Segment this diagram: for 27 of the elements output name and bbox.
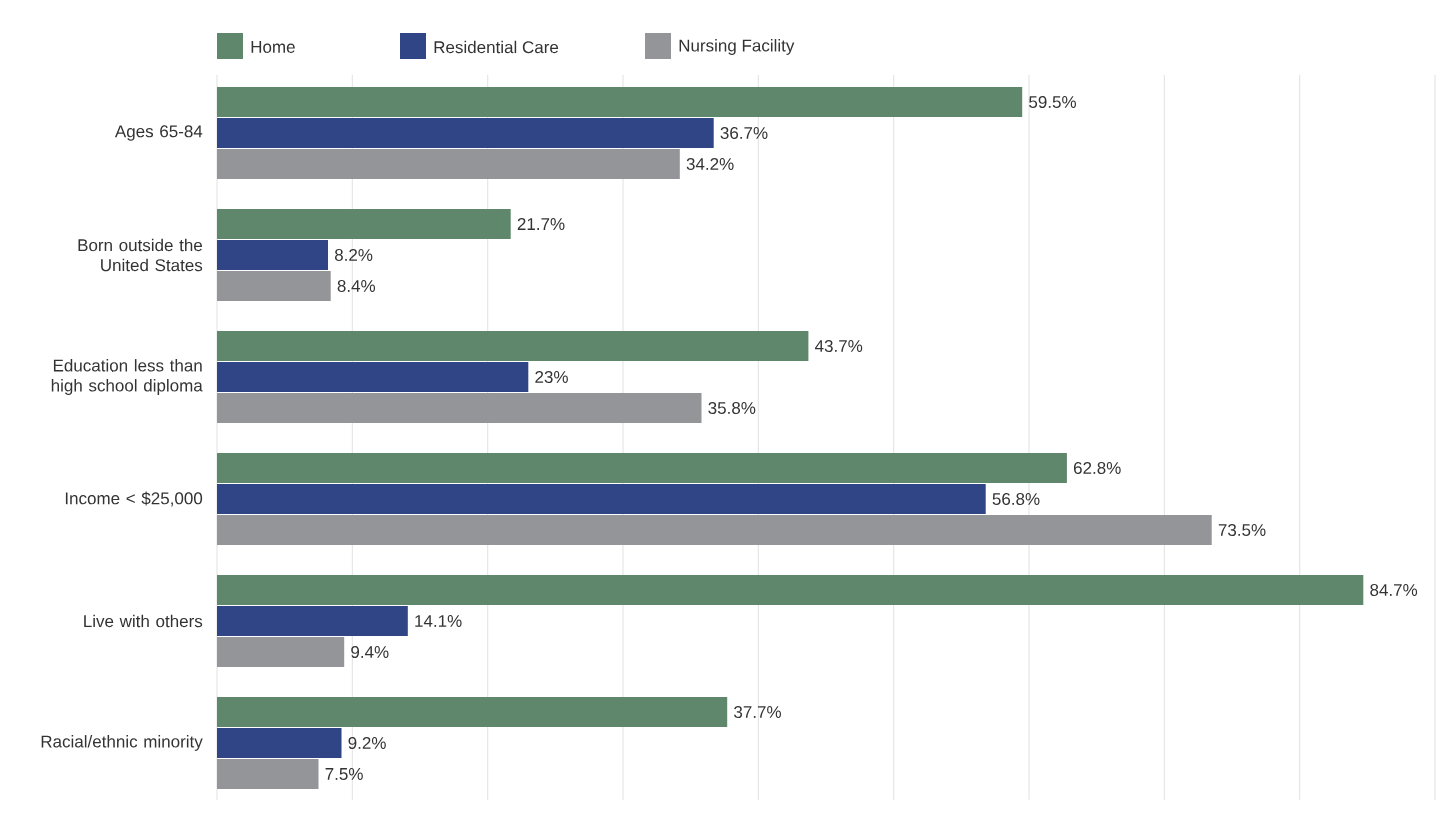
value-label: 84.7% [1370, 584, 1418, 596]
value-label: 73.5% [1218, 524, 1266, 536]
category-label: Racial/ethnic minority [41, 735, 203, 751]
legend-label: Nursing Facility [679, 39, 795, 55]
value-label: 62.8% [1074, 462, 1121, 474]
value-label: 8.2% [334, 248, 373, 261]
legend-label: Home [251, 41, 295, 53]
value-label: 59.5% [1029, 95, 1076, 108]
value-label: 9.4% [351, 646, 389, 658]
category-label: Ages 65-84 [114, 125, 203, 141]
value-label: 21.7% [517, 218, 565, 230]
value-label: 14.1% [415, 615, 462, 627]
category-label: Education less than high school diploma [51, 359, 203, 395]
value-label: 56.8% [992, 493, 1040, 505]
category-label: Live with others [84, 614, 203, 628]
value-label: 36.7% [720, 126, 768, 139]
value-label: 43.7% [815, 339, 863, 352]
value-label: 34.2% [686, 157, 734, 170]
value-label: 9.2% [348, 737, 386, 749]
value-label: 37.7% [734, 706, 781, 718]
value-label: 8.4% [337, 279, 376, 292]
value-label: 35.8% [708, 402, 756, 414]
category-label: Born outside the United States [78, 238, 203, 272]
value-label: 7.5% [325, 768, 363, 780]
value-label: 23% [535, 370, 568, 383]
legend-label: Residential Care [434, 40, 559, 54]
category-label: Income < $25,000 [65, 491, 203, 507]
